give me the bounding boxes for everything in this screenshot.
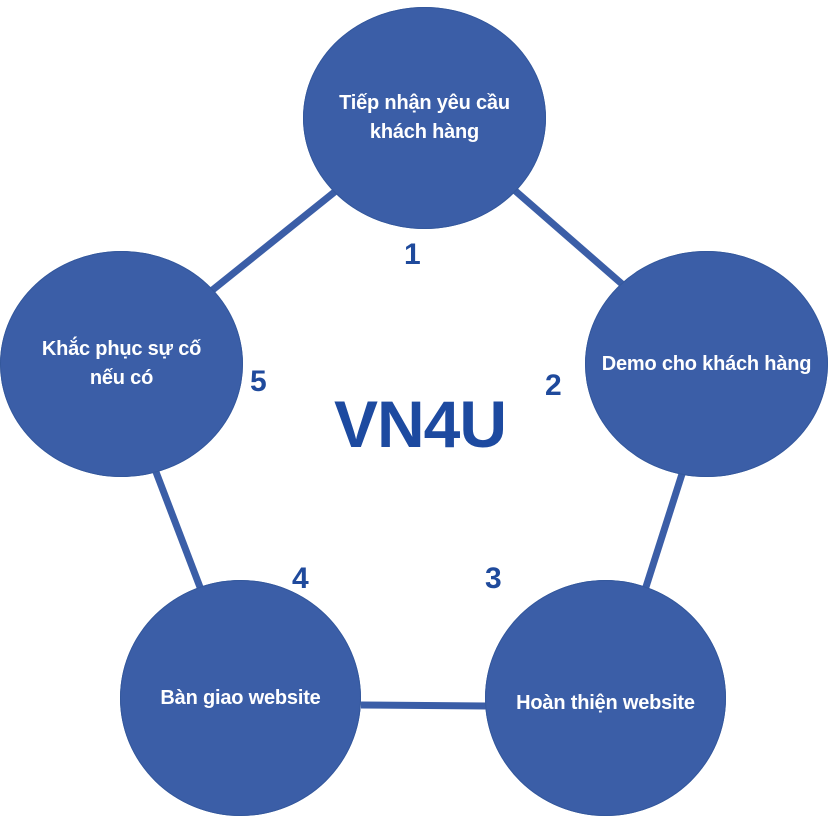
step-label-2: Demo cho khách hàng <box>601 352 812 375</box>
connector-4-5 <box>152 470 207 597</box>
step-node-3: Hoàn thiện website <box>485 580 726 816</box>
step-label-5: Khắc phục sự cố nếu có <box>41 338 202 389</box>
step-label-3: Hoàn thiện website <box>516 691 695 714</box>
step-number-4: 4 <box>292 562 309 595</box>
step-number-1: 1 <box>404 238 421 271</box>
step-label-4: Bàn giao website <box>160 686 321 709</box>
step-number-3: 3 <box>485 562 502 595</box>
step-node-2: Demo cho khách hàng <box>585 251 828 477</box>
step-node-5: Khắc phục sự cố nếu có <box>0 251 243 477</box>
step-number-2: 2 <box>545 369 562 402</box>
connector-3-4 <box>360 701 487 710</box>
step-number-5: 5 <box>250 365 267 398</box>
connector-2-3 <box>641 472 686 592</box>
center-brand-title: VN4U <box>333 387 507 461</box>
step-node-1: Tiếp nhận yêu cầu khách hàng <box>303 7 546 229</box>
step-label-1: Tiếp nhận yêu cầu khách hàng <box>339 92 510 143</box>
step-node-4: Bàn giao website <box>120 580 361 816</box>
connector-5-1 <box>207 187 340 295</box>
connector-1-2 <box>509 185 625 287</box>
